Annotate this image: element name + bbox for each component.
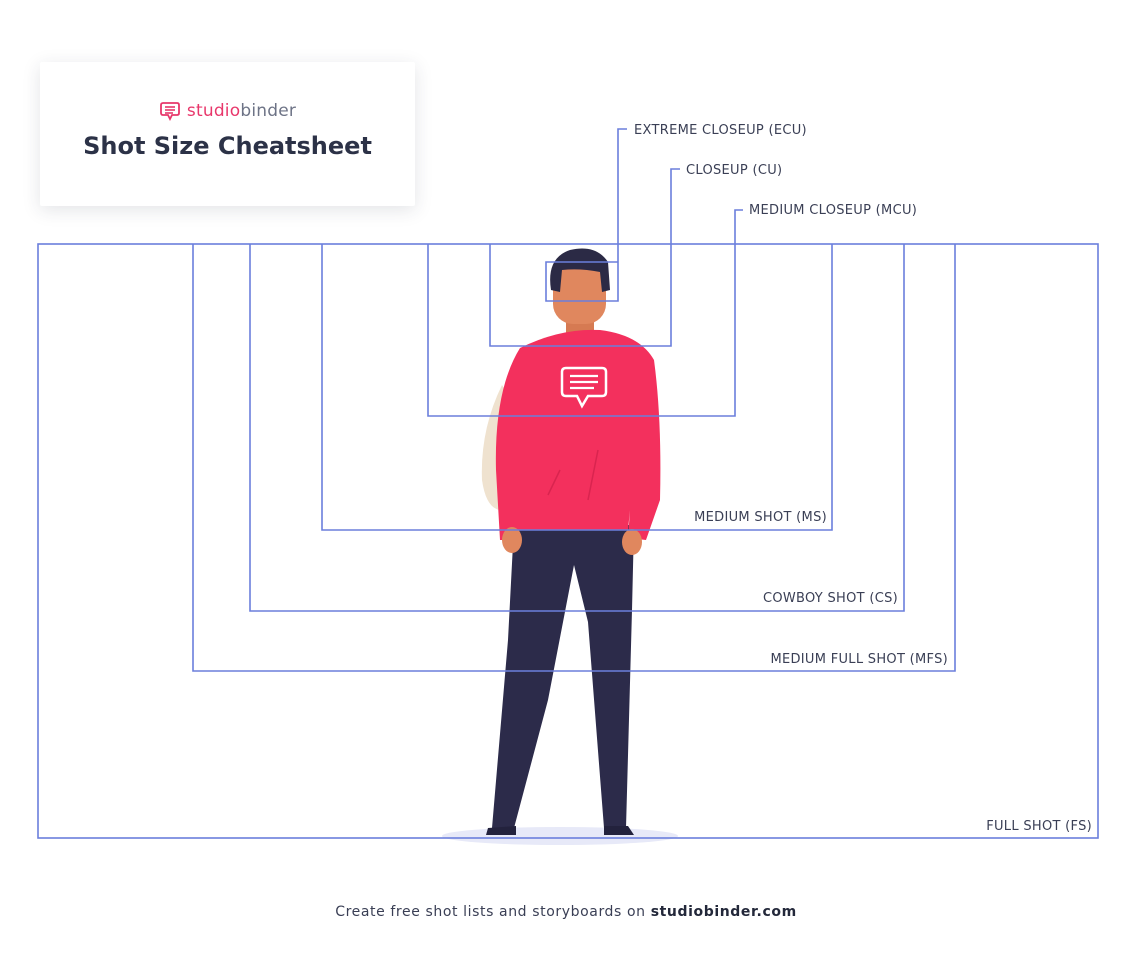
- right-shoe: [604, 826, 634, 835]
- label-cu: CLOSEUP (CU): [686, 163, 782, 178]
- chest-logo-icon: [560, 366, 608, 409]
- frame-medium-closeup: [427, 209, 743, 417]
- speech-bubble-icon: [160, 102, 180, 122]
- pants: [492, 525, 634, 828]
- label-cs: COWBOY SHOT (CS): [763, 591, 898, 606]
- logo-studio-text: studio: [186, 101, 241, 121]
- footer-link[interactable]: studiobinder.com: [650, 904, 797, 920]
- label-fs: FULL SHOT (FS): [986, 819, 1092, 834]
- label-mcu: MEDIUM CLOSEUP (MCU): [749, 203, 917, 218]
- label-mfs: MEDIUM FULL SHOT (MFS): [770, 652, 948, 667]
- frame-closeup: [489, 168, 680, 347]
- head: [553, 264, 606, 324]
- frame-medium-full-shot: [192, 244, 956, 672]
- footer-text: Create free shot lists and storyboards o…: [335, 904, 646, 920]
- left-shoe: [486, 826, 516, 835]
- title-card: studiobinder Shot Size Cheatsheet: [40, 62, 415, 206]
- sweater: [495, 329, 661, 540]
- frame-medium-shot: [321, 244, 833, 531]
- frame-extreme-closeup: [545, 128, 627, 302]
- label-ms: MEDIUM SHOT (MS): [694, 510, 827, 525]
- label-ecu: EXTREME CLOSEUP (ECU): [634, 123, 807, 138]
- logo-binder-text: binder: [240, 101, 297, 121]
- frame-cowboy-shot: [249, 244, 905, 612]
- person-figure: [481, 248, 661, 835]
- footer: Create free shot lists and storyboards o…: [0, 904, 1132, 920]
- sweater-folds: [547, 449, 599, 501]
- studiobinder-logo[interactable]: studiobinder: [40, 100, 415, 122]
- page-title: Shot Size Cheatsheet: [83, 132, 372, 160]
- left-hand: [502, 527, 522, 553]
- hair: [550, 248, 610, 292]
- frame-full-shot: [37, 243, 1099, 839]
- right-hand: [622, 529, 642, 555]
- ground-shadow: [442, 827, 678, 845]
